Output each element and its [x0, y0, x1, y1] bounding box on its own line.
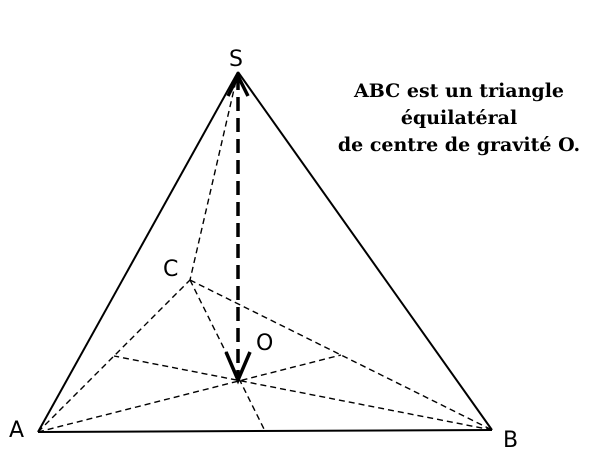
- edge-SC: [189, 71, 239, 281]
- edge-AB: [37, 429, 493, 433]
- label-B: B: [503, 428, 518, 450]
- label-O: O: [256, 331, 273, 356]
- label-A: A: [9, 418, 24, 443]
- caption-text: ABC est un triangle équilatéral de centr…: [318, 78, 600, 159]
- median-from-B: [113, 355, 493, 431]
- height-arrow-head: [224, 351, 252, 385]
- edge-AC: [37, 279, 191, 433]
- edge-SB: [237, 71, 493, 431]
- caption-line-3: de centre de gravité O.: [337, 134, 581, 156]
- edge-SA: [37, 71, 239, 433]
- height-arrow-tail: [226, 72, 250, 97]
- median-from-A: [37, 354, 342, 433]
- label-S: S: [229, 47, 243, 72]
- caption-line-1: ABC est un triangle: [353, 80, 565, 102]
- label-C: C: [163, 257, 178, 282]
- caption-line-2: équilatéral: [400, 107, 518, 129]
- edge-BC: [189, 279, 493, 431]
